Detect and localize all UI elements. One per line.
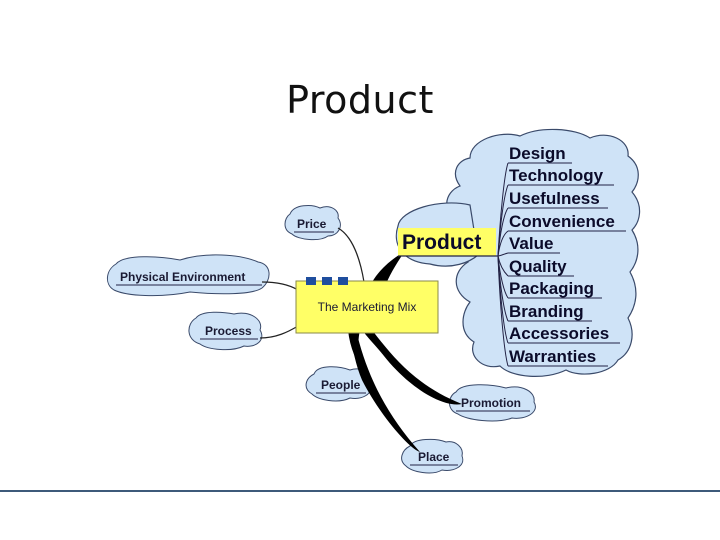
mix-square-1 (306, 277, 316, 285)
slide-title: Product (286, 78, 434, 122)
attribute-convenience: Convenience (509, 212, 615, 231)
mix-square-2 (322, 277, 332, 285)
branch-people-label: People (321, 378, 361, 392)
process-cloud (188, 311, 263, 351)
attribute-accessories: Accessories (509, 324, 609, 343)
mix-square-3 (338, 277, 348, 285)
attribute-technology: Technology (509, 166, 604, 185)
product-label: Product (402, 231, 481, 254)
branch-process-label: Process (205, 324, 252, 338)
attribute-underlines (508, 162, 626, 367)
attribute-design: Design (509, 144, 566, 163)
bottom-divider (0, 490, 720, 492)
process-connector (259, 325, 299, 339)
attribute-branding: Branding (509, 302, 584, 321)
product-label-box (398, 228, 496, 256)
price-connector (337, 227, 365, 283)
marketing-mix-label: The Marketing Mix (318, 300, 417, 314)
branch-place-label: Place (418, 450, 450, 464)
attribute-quality: Quality (509, 257, 567, 276)
attribute-value: Value (509, 234, 553, 253)
people-cloud (305, 366, 372, 402)
branch-price-label: Price (297, 217, 327, 231)
promotion-branch (362, 330, 462, 405)
attribute-warranties: Warranties (509, 347, 596, 366)
attribute-usefulness: Usefulness (509, 189, 600, 208)
attribute-connectors (497, 162, 509, 367)
attribute-packaging: Packaging (509, 279, 594, 298)
marketing-mix-box (295, 280, 439, 334)
price-cloud (284, 205, 341, 241)
branch-physical-environment-label: Physical Environment (120, 270, 245, 284)
branch-promotion-label: Promotion (461, 396, 521, 410)
physical-environment-connector (261, 281, 299, 291)
place-branch (350, 330, 420, 452)
promotion-cloud (449, 384, 536, 422)
